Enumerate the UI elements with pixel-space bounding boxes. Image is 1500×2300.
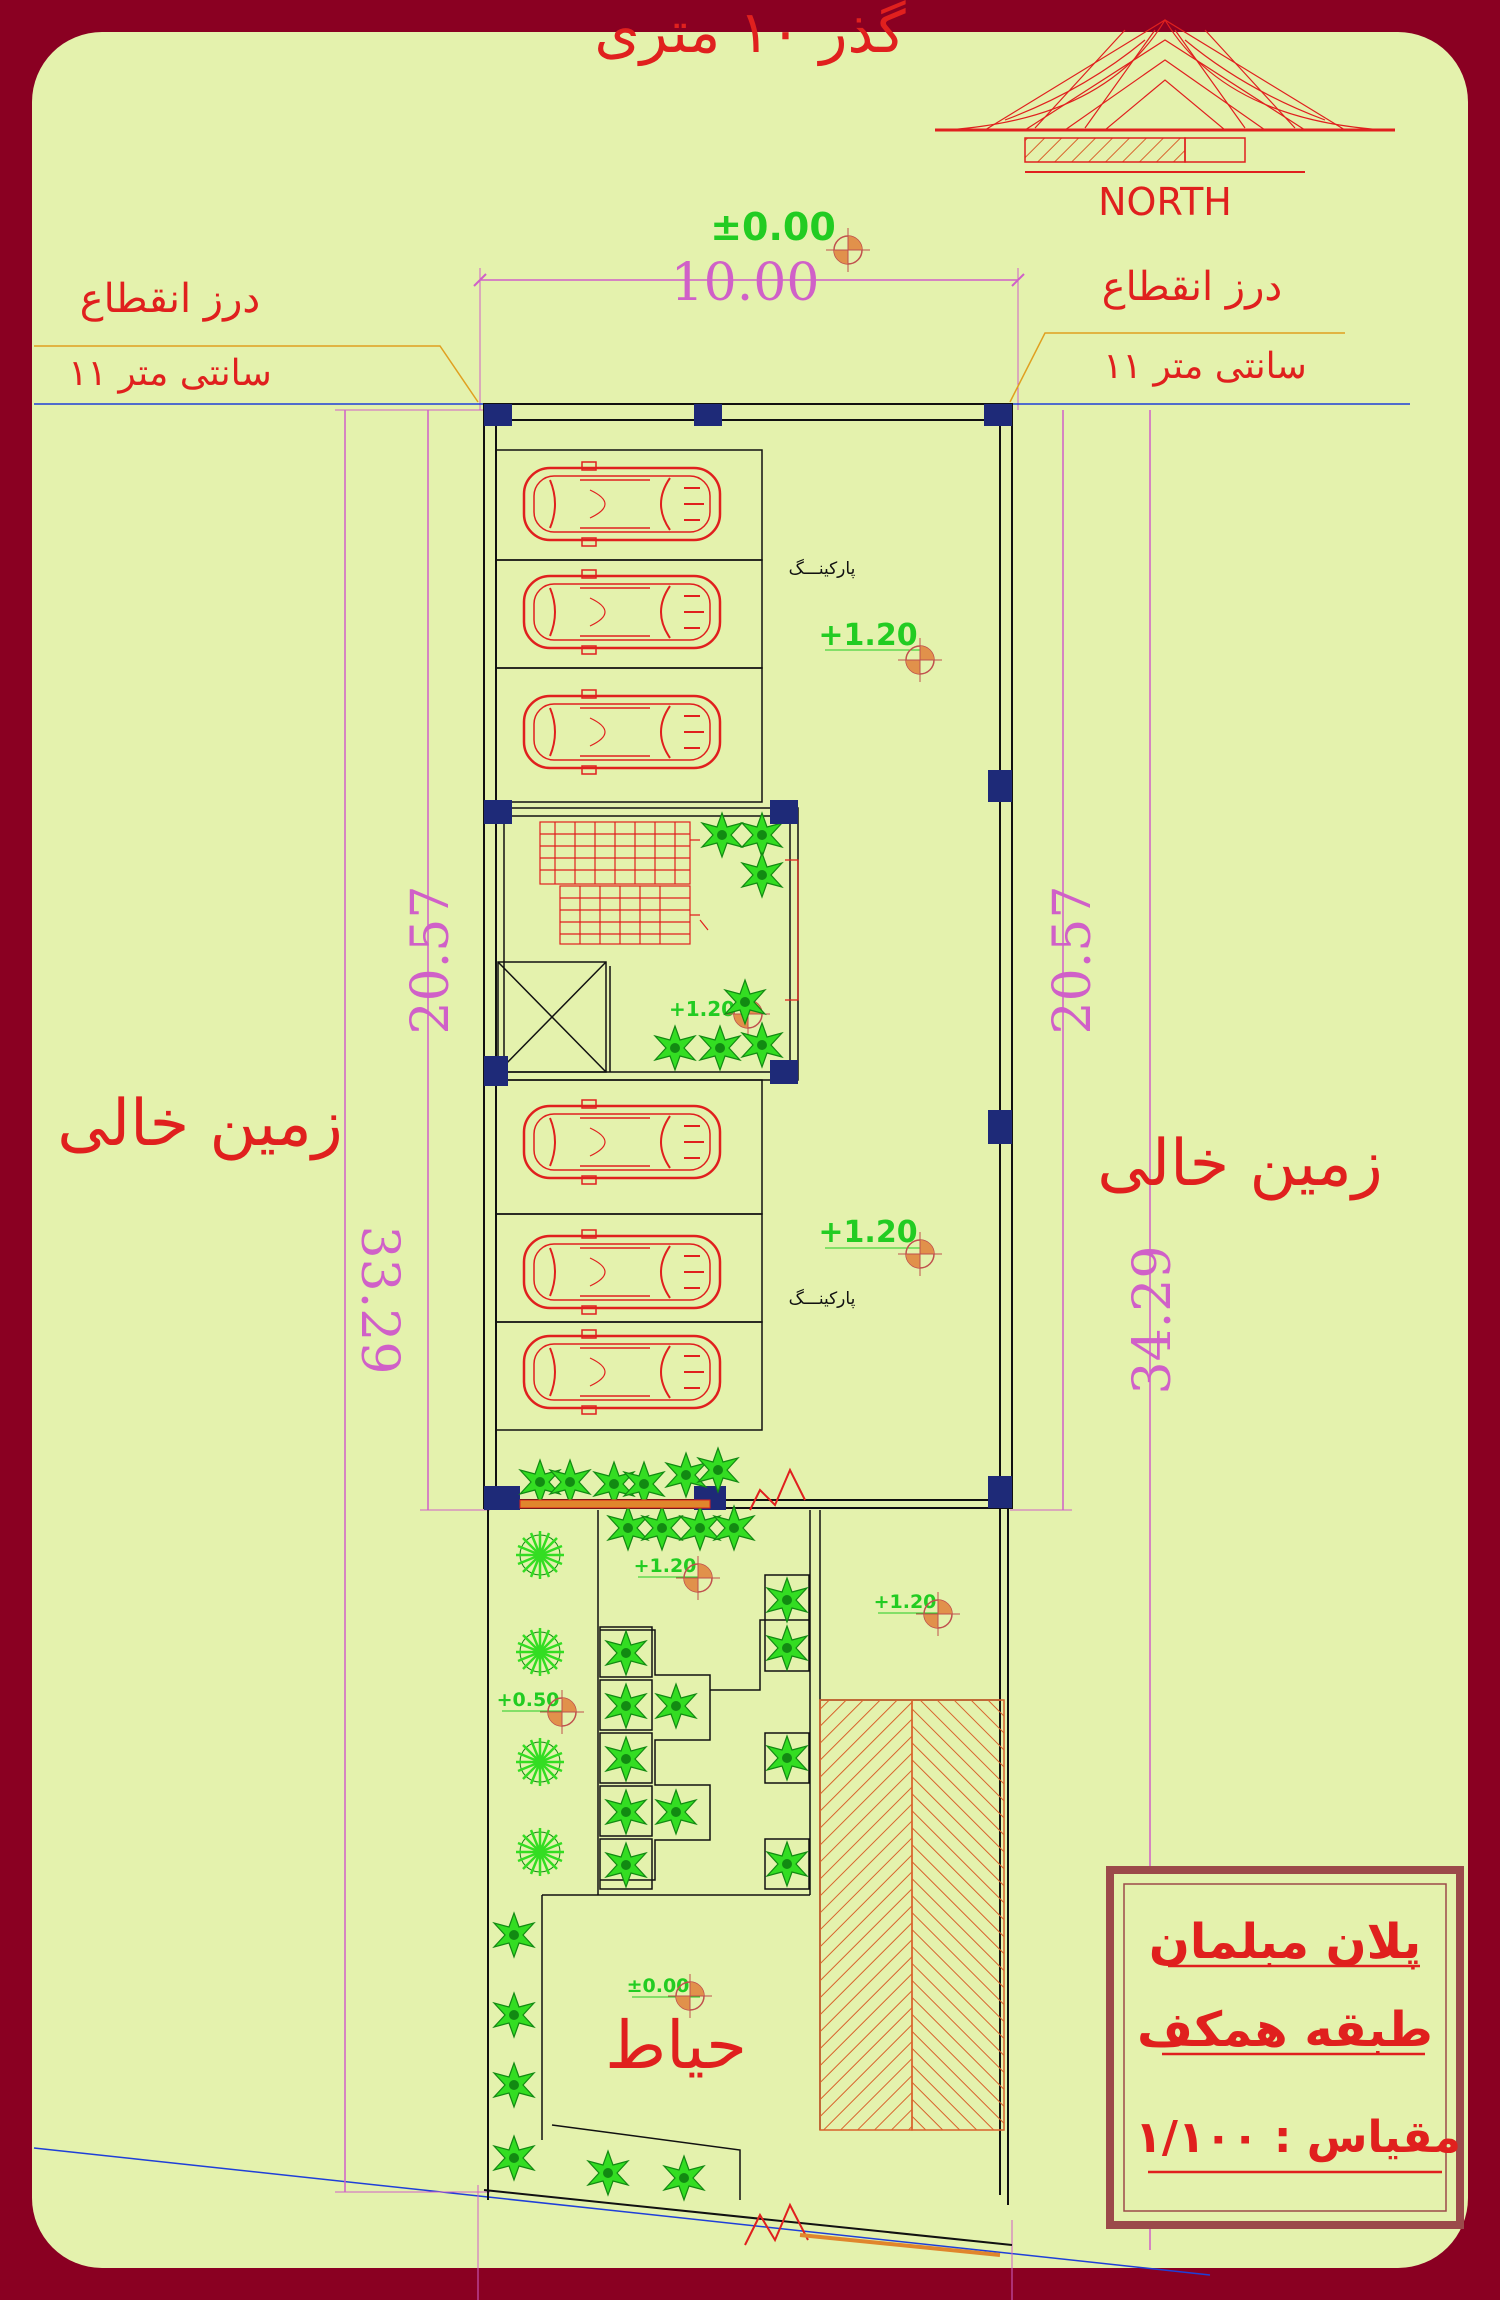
parking-label-upper: پارکینـــگ	[789, 558, 856, 579]
north-arrow-icon: NORTH	[935, 18, 1395, 224]
joint-note-left-line2: ۱۱ سانتی متر	[68, 353, 272, 394]
joint-note-right-line2: ۱۱ سانتی متر	[1103, 346, 1307, 387]
right-inner-dimension-label: 20.57	[1043, 886, 1103, 1035]
joint-note-right-line1: درز انقطاع	[1102, 264, 1283, 310]
stair-level: +1.20	[669, 997, 735, 1021]
vacant-land-right: زمین خالی	[1097, 1127, 1382, 1201]
left-inner-dimension: 20.57	[401, 410, 490, 1511]
north-label: NORTH	[1098, 180, 1232, 224]
width-dimension: 10.00	[473, 253, 1025, 410]
property-line-bottom	[33, 2147, 1211, 2276]
parking-level-upper: +1.20	[818, 618, 917, 653]
left-inner-dimension-label: 20.57	[401, 886, 461, 1035]
right-outer-dimension-label: 34.29	[1123, 1246, 1183, 1395]
left-outer-dimension: 33.29	[335, 409, 490, 2193]
structural-columns	[484, 404, 1012, 1510]
garden-level: +0.50	[497, 1689, 560, 1711]
width-dimension-label: 10.00	[671, 253, 820, 313]
ramp	[819, 1699, 1005, 2131]
parking-label-lower: پارکینـــگ	[789, 1288, 856, 1309]
staircase-icon	[539, 821, 799, 1001]
left-outer-dimension-label: 33.29	[349, 1226, 409, 1375]
right-inner-dimension: 20.57	[1010, 410, 1103, 1511]
title-scale: مقیاس : ۱/۱۰۰	[1135, 2112, 1461, 2163]
title-line-1: پلان مبلمان	[1149, 1914, 1421, 1970]
parking-level-lower: +1.20	[818, 1215, 917, 1250]
yard-level: ±0.00	[627, 1975, 690, 1997]
joint-note-left-line1: درز انقطاع	[80, 276, 261, 322]
entry-level: +1.20	[634, 1555, 697, 1577]
gate-icon	[749, 1467, 806, 1511]
title-line-2: طبقه همکف	[1137, 2002, 1433, 2058]
top-level-label: ±0.00	[710, 205, 836, 249]
ramp-level: +1.20	[874, 1591, 937, 1613]
street-label: گذر ۱۰ متری	[594, 0, 906, 67]
entrance-threshold	[519, 1499, 711, 1509]
yard-label: حیاط	[605, 2007, 747, 2084]
gate-icon	[744, 2202, 809, 2246]
joint-leader-right	[1009, 332, 1345, 403]
planter-beds	[599, 1574, 810, 1890]
drawing-sheet	[32, 32, 1468, 2268]
title-block: پلان مبلمان طبقه همکف مقیاس : ۱/۱۰۰	[1106, 1866, 1464, 2229]
vacant-land-left: زمین خالی	[57, 1087, 342, 1161]
joint-leader-left	[34, 345, 479, 403]
